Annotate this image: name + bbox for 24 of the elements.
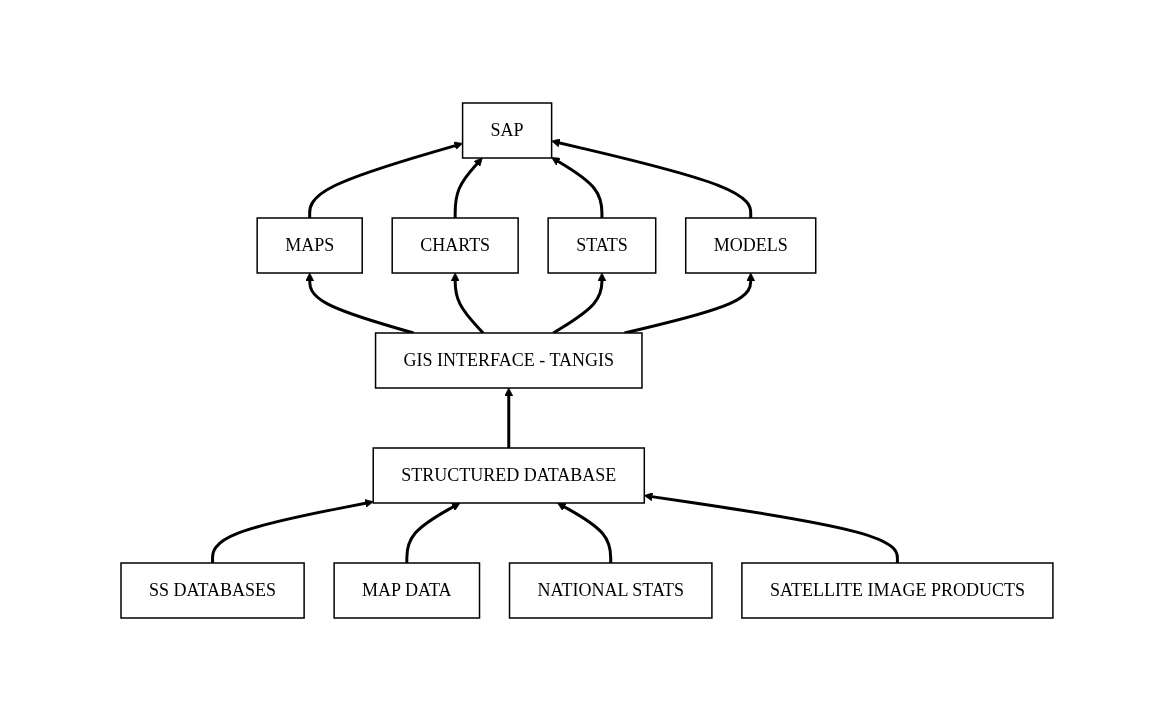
node-box: MAP DATA (332, 562, 480, 619)
arrow (450, 272, 484, 335)
node-box: MODELS (684, 217, 817, 274)
arrow (503, 387, 513, 448)
node-box: NATIONAL STATS (508, 562, 713, 619)
arrow (307, 141, 463, 218)
arrow (552, 272, 606, 335)
arrow (643, 492, 899, 563)
node-box: MAPS (255, 217, 363, 274)
node-box: CHARTS (391, 217, 519, 274)
node-box: SATELLITE IMAGE PRODUCTS (740, 562, 1054, 619)
arrow (404, 502, 460, 563)
arrow (623, 272, 755, 335)
arrow (556, 502, 612, 563)
node-box: SS DATABASES (119, 562, 305, 619)
node-box: STATS (546, 217, 656, 274)
arrow (304, 272, 414, 335)
arrow (550, 138, 752, 218)
arrow (453, 157, 483, 218)
arrow (550, 157, 603, 218)
node-box: STRUCTURED DATABASE (372, 447, 645, 504)
node-box: SAP (461, 102, 552, 159)
node-box: GIS INTERFACE - TANGIS (374, 332, 643, 389)
arrow (210, 499, 374, 563)
